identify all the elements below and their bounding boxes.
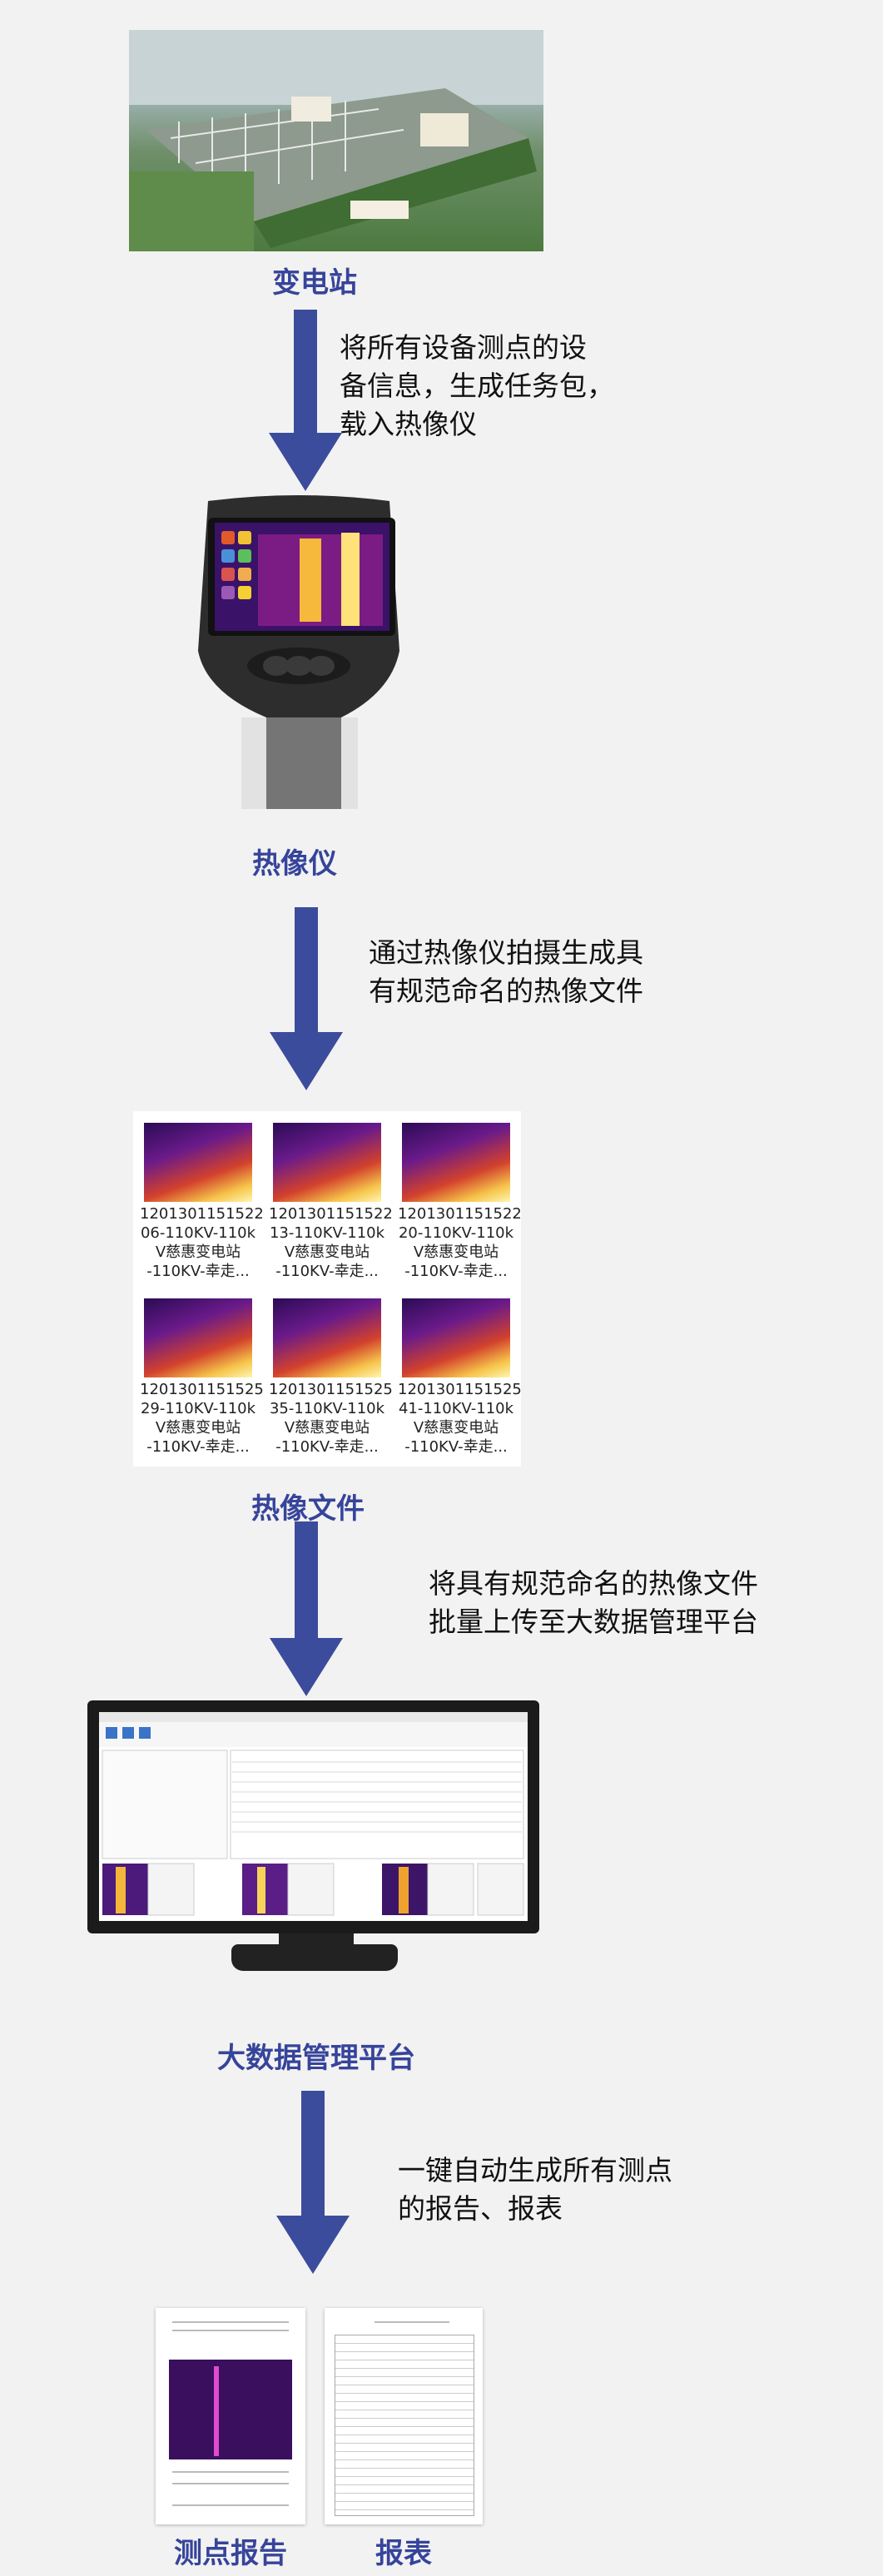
- thermal-file-name: 1201301151525 41-110KV-110k V慈惠变电站 -110K…: [398, 1381, 522, 1456]
- thermal-thumbnail: [144, 1123, 252, 1202]
- thermal-file-name: 1201301151522 13-110KV-110k V慈惠变电站 -110K…: [269, 1205, 393, 1280]
- flow-arrow-3: [270, 1521, 343, 1696]
- step-label-platform: 大数据管理平台: [217, 2042, 415, 2075]
- thermal-camera-image: [191, 493, 406, 809]
- monitor-image: [87, 1700, 539, 1933]
- platform-screenshot: [99, 1712, 528, 1921]
- thermal-file-item[interactable]: 1201301151522 20-110KV-110k V慈惠变电站 -110K…: [398, 1123, 522, 1281]
- thermal-thumbnail: [402, 1298, 510, 1377]
- flow-arrow-1: [269, 310, 342, 491]
- point-report-document: [156, 2308, 305, 2524]
- thermal-thumbnail: [144, 1298, 252, 1377]
- step-label-thermal-files: 热像文件: [251, 1492, 365, 1526]
- thermal-file-name: 1201301151522 06-110KV-110k V慈惠变电站 -110K…: [140, 1205, 264, 1280]
- step-description-4: 一键自动生成所有测点 的报告、报表: [398, 2154, 672, 2225]
- step-label-point-report: 测点报告: [174, 2537, 287, 2570]
- thermal-thumbnail: [273, 1298, 381, 1377]
- step-label-report-table: 报表: [375, 2537, 432, 2570]
- thermal-file-item[interactable]: 1201301151525 35-110KV-110k V慈惠变电站 -110K…: [269, 1298, 393, 1457]
- step-description-3: 将具有规范命名的热像文件 批量上传至大数据管理平台: [429, 1567, 758, 1638]
- step-label-thermal-camera: 热像仪: [252, 847, 337, 881]
- monitor-stand: [279, 1933, 354, 1945]
- thermal-file-item[interactable]: 1201301151522 06-110KV-110k V慈惠变电站 -110K…: [140, 1123, 264, 1281]
- flow-arrow-4: [276, 2091, 350, 2274]
- substation-image: [129, 30, 543, 251]
- thermal-thumbnail: [402, 1123, 510, 1202]
- thermal-thumbnail: [273, 1123, 381, 1202]
- report-table-document: [325, 2308, 483, 2524]
- thermal-file-item[interactable]: 1201301151522 13-110KV-110k V慈惠变电站 -110K…: [269, 1123, 393, 1281]
- thermal-file-item[interactable]: 1201301151525 41-110KV-110k V慈惠变电站 -110K…: [398, 1298, 522, 1457]
- thermal-file-name: 1201301151525 35-110KV-110k V慈惠变电站 -110K…: [269, 1381, 393, 1456]
- thermal-file-name: 1201301151525 29-110KV-110k V慈惠变电站 -110K…: [140, 1381, 264, 1456]
- step-label-substation: 变电站: [272, 266, 357, 300]
- thermal-file-name: 1201301151522 20-110KV-110k V慈惠变电站 -110K…: [398, 1205, 522, 1280]
- monitor-base: [231, 1944, 398, 1971]
- flow-arrow-2: [270, 907, 343, 1090]
- thermal-file-item[interactable]: 1201301151525 29-110KV-110k V慈惠变电站 -110K…: [140, 1298, 264, 1457]
- step-description-1: 将所有设备测点的设 备信息，生成任务包， 载入热像仪: [340, 331, 614, 440]
- step-description-2: 通过热像仪拍摄生成具 有规范命名的热像文件: [369, 936, 643, 1007]
- thermal-files-grid: 1201301151522 06-110KV-110k V慈惠变电站 -110K…: [133, 1111, 522, 1467]
